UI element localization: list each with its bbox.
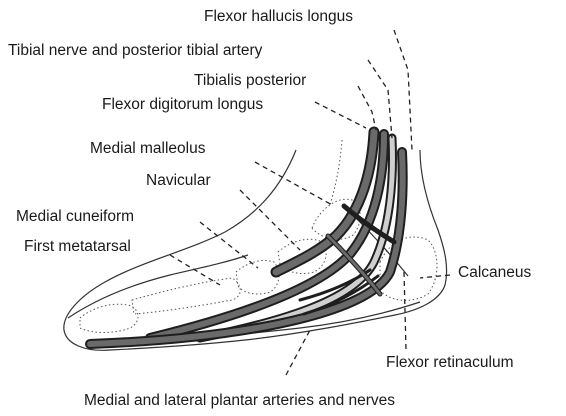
label-navicular: Navicular xyxy=(146,172,211,190)
label-flexor-hallucis-longus: Flexor hallucis longus xyxy=(204,8,353,26)
leader-flexor-retinaculum xyxy=(404,272,406,350)
label-calcaneus: Calcaneus xyxy=(458,264,531,282)
leader-plantar xyxy=(286,330,310,375)
tibia-dotted-front xyxy=(330,140,342,205)
label-flexor-retinaculum: Flexor retinaculum xyxy=(386,354,514,372)
leader-calcaneus xyxy=(420,275,450,278)
leader-flexor-hallucis xyxy=(394,30,412,150)
label-medial-cuneiform: Medial cuneiform xyxy=(16,208,134,226)
label-tibialis-posterior: Tibialis posterior xyxy=(194,72,306,90)
leader-tibialis-posterior xyxy=(358,86,376,130)
leader-navicular xyxy=(240,190,300,250)
first-metatarsal-dotted xyxy=(132,278,240,314)
label-flexor-digitorum-longus: Flexor digitorum longus xyxy=(102,96,263,114)
great-toe-dotted xyxy=(80,304,138,332)
leader-first-metatarsal xyxy=(170,255,220,285)
label-medial-malleolus: Medial malleolus xyxy=(90,140,205,158)
label-first-metatarsal: First metatarsal xyxy=(24,238,131,256)
tendon-group xyxy=(90,132,403,344)
medial-cuneiform-dotted xyxy=(236,260,279,294)
label-tibial-nerve-artery: Tibial nerve and posterior tibial artery xyxy=(8,42,262,60)
dorsal-contour xyxy=(68,255,248,318)
label-plantar-arteries-nerves: Medial and lateral plantar arteries and … xyxy=(84,392,395,410)
leader-flexor-digitorum xyxy=(315,102,366,128)
leader-tibial-nerve xyxy=(368,60,392,138)
